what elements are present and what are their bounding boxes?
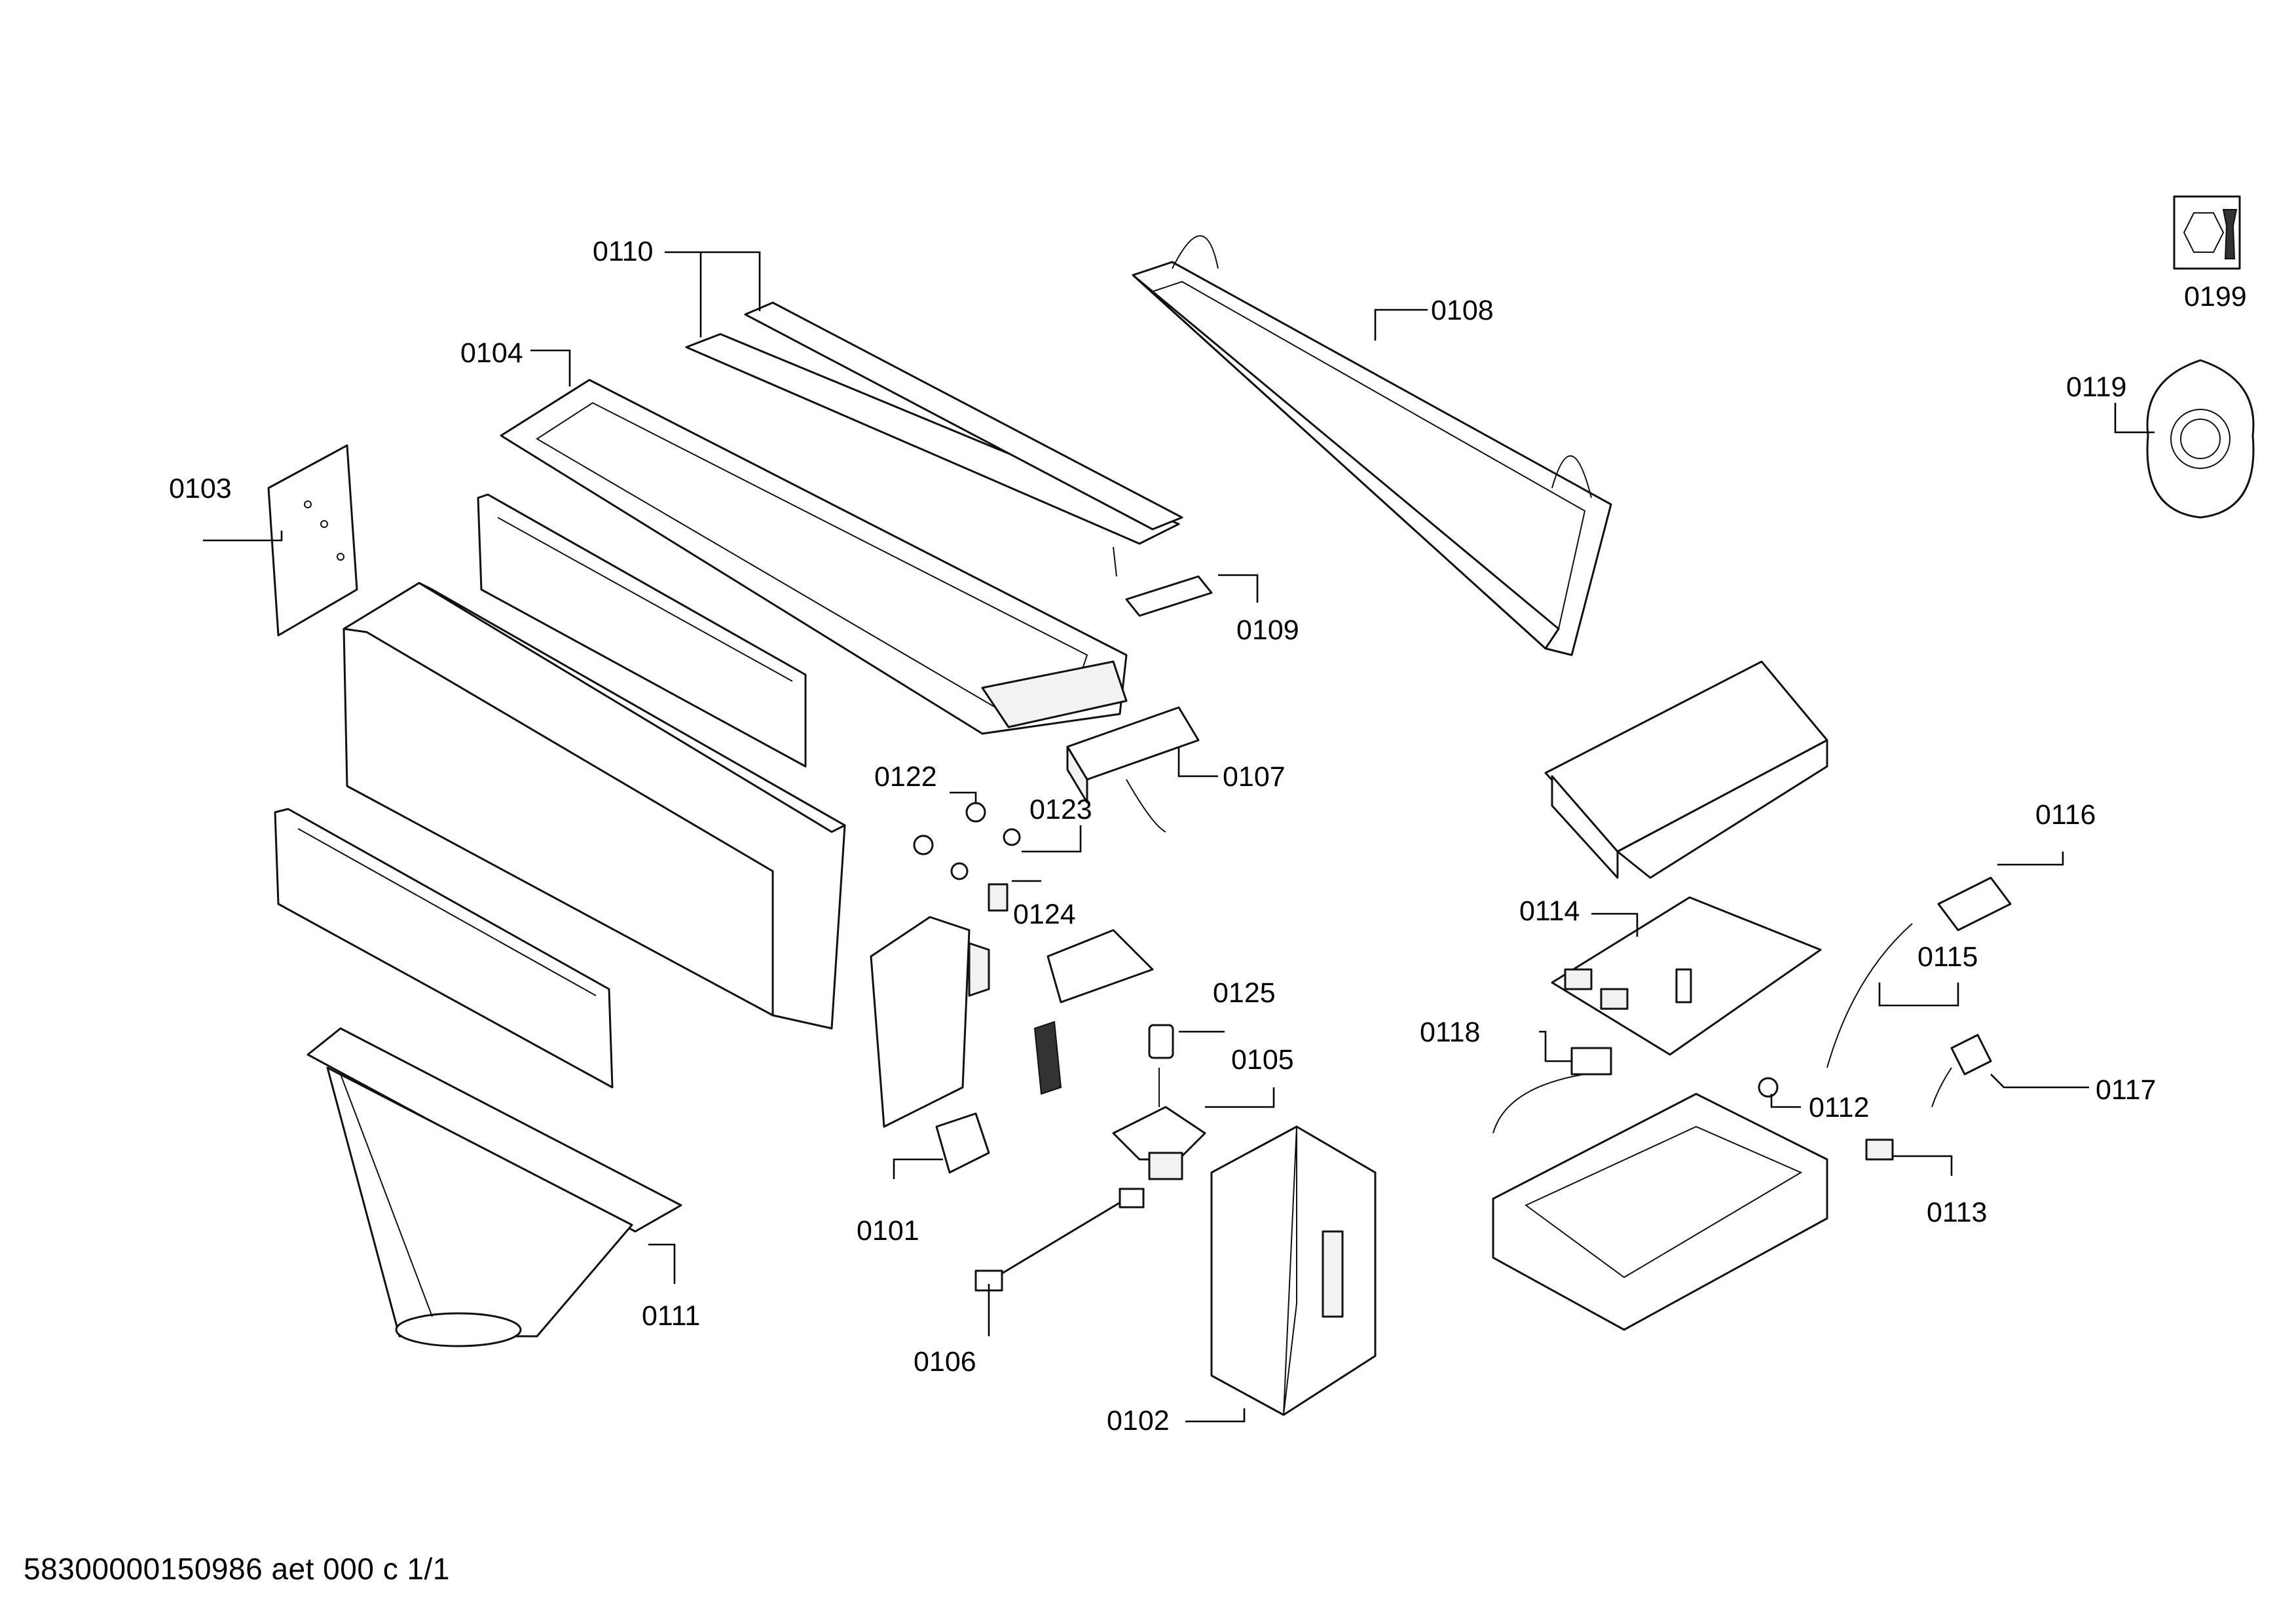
document-footer-id: 58300000150986 aet 000 c 1/1 xyxy=(24,1552,450,1586)
label-0122: 0122 xyxy=(874,761,937,793)
part-0107-control xyxy=(1066,706,1200,833)
label-0103: 0103 xyxy=(169,473,232,504)
label-0125: 0125 xyxy=(1213,977,1276,1009)
nut-and-wrench-icon xyxy=(2173,195,2241,270)
label-0113: 0113 xyxy=(1927,1197,1987,1228)
part-0115-0117 xyxy=(1826,876,2012,1108)
part-base-tray xyxy=(1492,1093,1828,1331)
part-0111-funnel xyxy=(306,1027,682,1347)
label-0124: 0124 xyxy=(1013,899,1076,930)
label-0118: 0118 xyxy=(1420,1017,1480,1048)
part-0103-plate xyxy=(267,444,358,637)
label-0107: 0107 xyxy=(1223,761,1286,793)
label-0101: 0101 xyxy=(857,1215,919,1247)
spare-parts-bag-icon xyxy=(2146,359,2255,519)
part-0114-pcb xyxy=(1551,896,1822,1056)
part-housing-box xyxy=(343,582,846,1030)
part-0108-filter xyxy=(1132,235,1612,656)
label-0111: 0111 xyxy=(642,1300,700,1332)
part-0106-cable xyxy=(974,1188,1145,1292)
part-0101-bracket xyxy=(870,916,1154,1174)
part-0105-motor xyxy=(1112,1024,1206,1180)
small-parts-0122-0124 xyxy=(913,802,1021,912)
label-0105: 0105 xyxy=(1231,1044,1294,1076)
label-0104: 0104 xyxy=(460,337,523,369)
label-0110: 0110 xyxy=(593,236,653,267)
label-0106: 0106 xyxy=(914,1346,976,1378)
label-0102: 0102 xyxy=(1107,1405,1170,1436)
label-0119: 0119 xyxy=(2066,371,2126,403)
label-0114: 0114 xyxy=(1519,895,1580,927)
label-0112: 0112 xyxy=(1809,1092,1869,1123)
part-0104-panel-upper xyxy=(477,493,807,768)
part-0102-bracket xyxy=(1210,1125,1377,1416)
leader-lines xyxy=(203,251,2155,1423)
label-0116: 0116 xyxy=(2035,799,2096,831)
label-0117: 0117 xyxy=(2096,1074,2156,1106)
part-0110-strips xyxy=(685,301,1183,577)
part-panel-lower xyxy=(274,808,614,1089)
part-0104-frame xyxy=(500,379,1128,735)
part-labels: 0110 0104 0103 0108 0109 0107 0122 0123 … xyxy=(169,236,2247,1436)
part-0109-label xyxy=(1125,575,1213,617)
label-0108: 0108 xyxy=(1431,295,1494,326)
label-0199: 0199 xyxy=(2184,281,2247,312)
part-0112-0113 xyxy=(1758,1077,1894,1161)
label-0123: 0123 xyxy=(1029,794,1092,825)
part-cover-box xyxy=(1544,660,1828,879)
label-0109: 0109 xyxy=(1236,614,1299,646)
label-0115: 0115 xyxy=(1917,941,1978,973)
